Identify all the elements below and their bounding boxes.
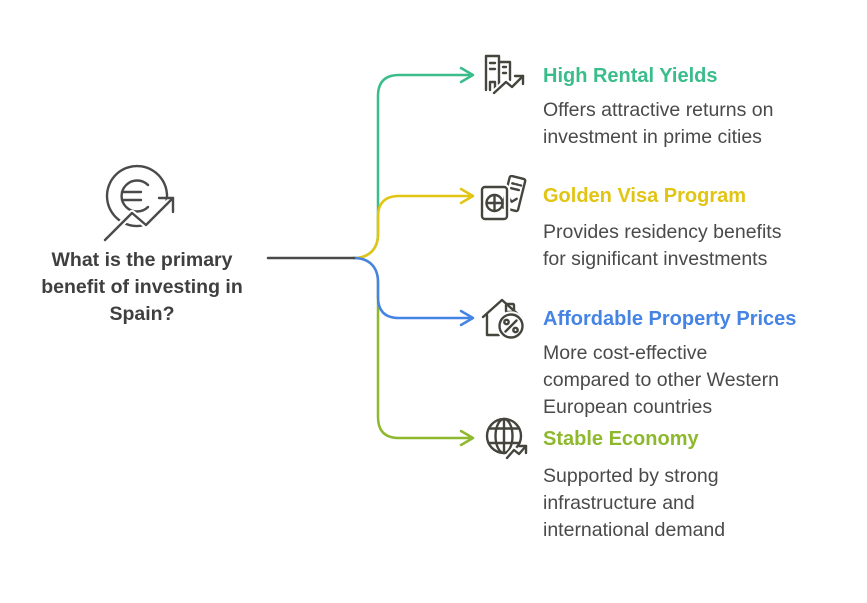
branch-title-high-rental-yields: High Rental Yields — [543, 65, 718, 87]
house-percent-icon — [481, 298, 526, 341]
arrowhead-icon — [459, 187, 475, 205]
branch-title-stable-economy: Stable Economy — [543, 428, 699, 450]
building-growth-icon — [484, 54, 527, 97]
question-text: What is the primary benefit of investing… — [41, 249, 243, 325]
branch-line-high-rental-yields — [352, 66, 475, 260]
branch-description-affordable-prices: More cost-effective compared to other We… — [543, 342, 779, 418]
arrowhead-icon — [459, 429, 475, 447]
globe-growth-icon — [485, 417, 529, 462]
branch-description-stable-economy: Supported by strong infrastructure and i… — [543, 465, 726, 541]
branch-title-affordable-prices: Affordable Property Prices — [543, 308, 797, 330]
passport-icon — [479, 175, 527, 223]
arrowhead-icon — [459, 309, 475, 327]
branch-title-golden-visa: Golden Visa Program — [543, 185, 747, 207]
branch-line-stable-economy — [352, 256, 475, 447]
branch-description-golden-visa: Provides residency benefits for signific… — [543, 221, 782, 270]
branch-description-high-rental-yields: Offers attractive returns on investment … — [543, 99, 774, 148]
branch-line-affordable-prices — [352, 256, 475, 327]
branch-line-golden-visa — [352, 187, 475, 260]
euro-growth-icon — [101, 164, 177, 244]
arrowhead-icon — [459, 66, 475, 84]
